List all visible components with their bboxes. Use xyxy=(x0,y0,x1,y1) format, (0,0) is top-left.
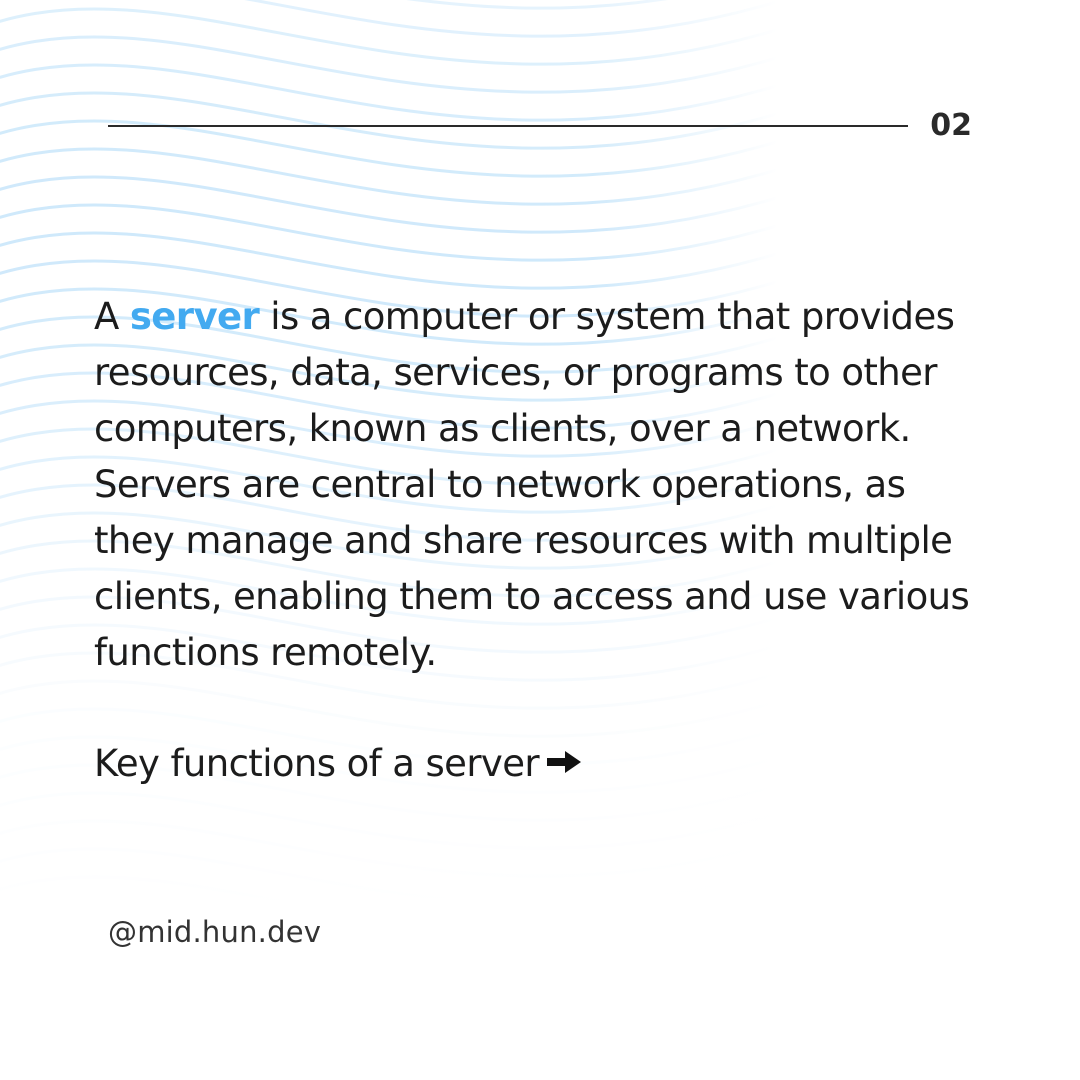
body-paragraph: A server is a computer or system that pr… xyxy=(94,289,994,681)
page-number: 02 xyxy=(930,108,972,143)
slide-header: 02 xyxy=(108,104,972,148)
highlighted-keyword: server xyxy=(129,295,260,338)
right-arrow-icon xyxy=(545,735,583,791)
main-content: A server is a computer or system that pr… xyxy=(94,289,994,681)
cta-label: Key functions of a server xyxy=(94,742,540,785)
author-handle: @mid.hun.dev xyxy=(108,915,322,949)
paragraph-rest: is a computer or system that provides re… xyxy=(94,295,970,674)
header-divider xyxy=(108,125,908,127)
paragraph-lead: A xyxy=(94,295,130,338)
key-functions-cta: Key functions of a server xyxy=(94,736,583,792)
